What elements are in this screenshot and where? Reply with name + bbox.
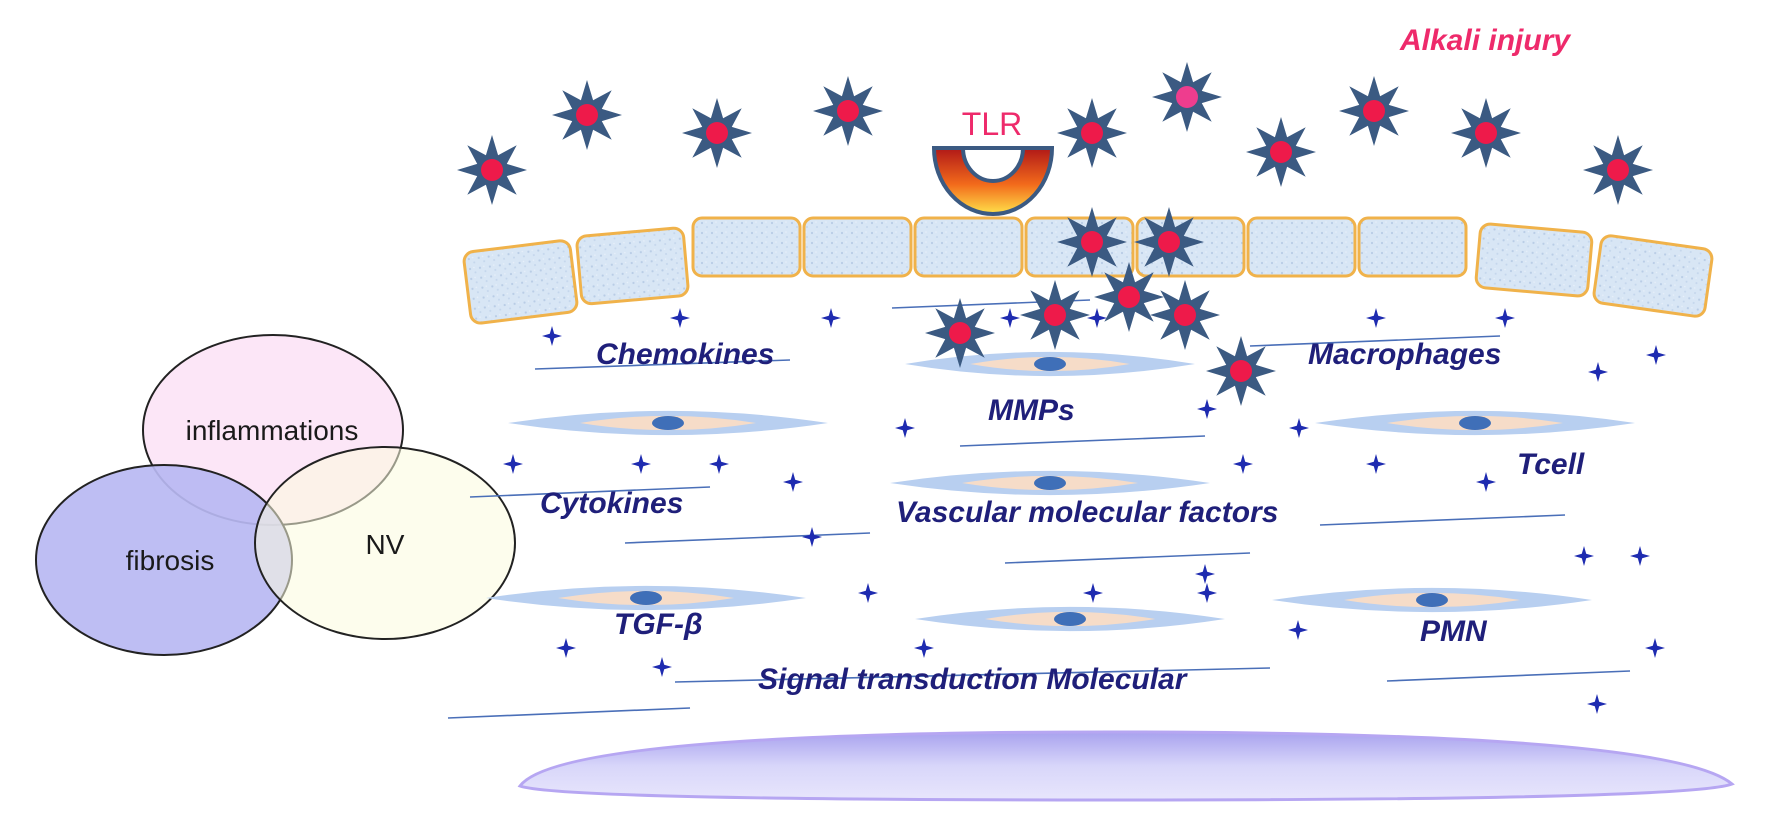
sparkle-marker: [1083, 583, 1103, 603]
sparkle-marker: [1000, 308, 1020, 328]
sparkle-marker: [1366, 454, 1386, 474]
epithelial-cell: [1246, 216, 1357, 278]
sparkle-marker: [503, 454, 523, 474]
sparkle-marker: [556, 638, 576, 658]
label-mmps: MMPs: [988, 394, 1075, 427]
venn-label-inflammations: inflammations: [186, 415, 359, 446]
sparkle-marker: [1233, 454, 1253, 474]
sparkle-marker: [1588, 362, 1608, 382]
epithelial-cell: [575, 226, 690, 306]
sparkle-marker: [1646, 345, 1666, 365]
basement-membrane: [517, 730, 1735, 802]
sparkle-marker: [1087, 308, 1107, 328]
sparkle-marker: [542, 326, 562, 346]
sparkle-marker: [858, 583, 878, 603]
label-tcell: Tcell: [1517, 448, 1585, 481]
venn-diagram: inflammations fibrosis NV: [35, 334, 516, 656]
fibroblast-cell: [508, 410, 828, 436]
sparkle-marker: [1630, 546, 1650, 566]
sparkle-marker: [1289, 418, 1309, 438]
epithelial-cell: [691, 216, 802, 278]
injury-star: [552, 80, 622, 150]
sparkle-marker: [631, 454, 651, 474]
injury-star: [1150, 280, 1220, 350]
epithelial-cell: [913, 216, 1024, 278]
sparkle-marker: [670, 308, 690, 328]
fibroblast-cell: [1315, 410, 1635, 436]
injury-star: [1152, 62, 1222, 132]
sparkle-marker: [1197, 399, 1217, 419]
label-signal-transduction: Signal transduction Molecular: [758, 663, 1189, 696]
label-macrophages: Macrophages: [1308, 338, 1501, 371]
sparkle-marker: [783, 472, 803, 492]
tlr-receptor: TLR: [931, 106, 1055, 216]
sparkle-marker: [895, 418, 915, 438]
sparkle-marker: [652, 657, 672, 677]
fibroblast-cell: [915, 606, 1225, 632]
stroma-fibres: [447, 299, 1631, 719]
injury-star: [1057, 98, 1127, 168]
injury-star: [1134, 207, 1204, 277]
epithelial-cell: [1474, 222, 1594, 298]
injury-star: [457, 135, 527, 205]
label-tgf-beta: TGF-β: [614, 608, 703, 641]
injury-stars: [457, 62, 1653, 406]
epithelial-cell: [1592, 234, 1714, 318]
tlr-receptor-shape: [931, 146, 1055, 216]
injury-star: [1583, 135, 1653, 205]
venn-label-fibrosis: fibrosis: [126, 545, 215, 576]
injury-star: [813, 76, 883, 146]
injury-star: [1451, 98, 1521, 168]
epithelial-cell: [1357, 216, 1468, 278]
sparkle-marker: [1645, 638, 1665, 658]
fibroblast-cell: [890, 470, 1210, 496]
cytokine-sparkles: [503, 308, 1666, 714]
label-vascular-factors: Vascular molecular factors: [896, 496, 1278, 529]
epithelial-cell: [802, 216, 913, 278]
sparkle-marker: [709, 454, 729, 474]
sparkle-marker: [1574, 546, 1594, 566]
injury-star: [682, 98, 752, 168]
injury-star: [1057, 207, 1127, 277]
epithelial-cell: [462, 239, 579, 325]
sparkle-marker: [1366, 308, 1386, 328]
label-chemokines: Chemokines: [596, 338, 774, 371]
injury-star: [1094, 262, 1164, 332]
sparkle-marker: [914, 638, 934, 658]
fibroblast-cell: [486, 585, 806, 611]
injury-star: [1339, 76, 1409, 146]
sparkle-marker: [1197, 583, 1217, 603]
fibroblast-cell: [1272, 587, 1592, 613]
venn-label-nv: NV: [366, 529, 405, 560]
sparkle-marker: [1476, 472, 1496, 492]
fibroblast-cell: [905, 351, 1195, 377]
venn-circle-nv: [254, 446, 516, 640]
sparkle-marker: [802, 527, 822, 547]
label-cytokines: Cytokines: [540, 487, 683, 520]
alkali-injury-title: Alkali injury: [1399, 24, 1571, 57]
sparkle-marker: [1495, 308, 1515, 328]
sparkle-marker: [1195, 564, 1215, 584]
injury-star: [925, 298, 995, 368]
label-pmn: PMN: [1420, 615, 1488, 648]
fibroblast-cells: [486, 351, 1635, 632]
sparkle-marker: [821, 308, 841, 328]
injury-star: [1206, 336, 1276, 406]
sparkle-marker: [1587, 694, 1607, 714]
injury-star: [1246, 117, 1316, 187]
sparkle-marker: [1288, 620, 1308, 640]
tlr-label: TLR: [962, 106, 1022, 142]
epithelium: [462, 216, 1714, 325]
injury-star: [1020, 280, 1090, 350]
